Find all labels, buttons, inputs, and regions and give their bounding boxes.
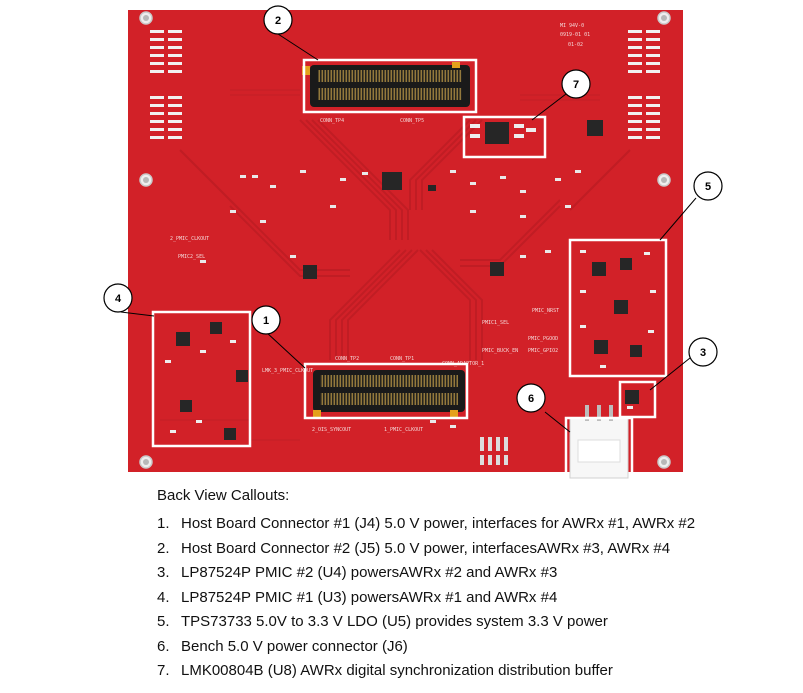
callout-legend: Back View Callouts: 1. Host Board Connect… <box>157 487 797 684</box>
callout-box-7 <box>462 115 547 159</box>
bench-power-connector <box>569 405 629 479</box>
callout-bubble-5: 5 <box>693 171 723 201</box>
svg-text:6: 6 <box>528 393 534 405</box>
callout-box-4 <box>151 310 252 448</box>
silk-conn-tp2: CONN_TP2 <box>335 356 359 362</box>
legend-item-7: 7. LMK00804B (U8) AWRx digital synchroniz… <box>157 659 797 684</box>
silk-pmic2-clkout: 2_PMIC_CLKOUT <box>170 236 209 242</box>
callout-box-3 <box>618 380 657 419</box>
legend-item-number: 6. <box>157 637 170 655</box>
legend-item-text: Host Board Connector #1 (J4) 5.0 V power… <box>181 515 696 532</box>
silk-lmk-clkout: LMK_3_PMIC_CLKOUT <box>262 368 313 374</box>
svg-text:1: 1 <box>263 315 269 327</box>
ldo-region <box>580 250 656 368</box>
legend-item-number: 1. <box>157 515 170 532</box>
silk-conn-tp1: CONN_TP1 <box>390 356 414 362</box>
callout-bubble-2: 2 <box>263 5 293 35</box>
silk-conn-tp5: CONN_TP5 <box>400 118 424 124</box>
silk-pmic-buck-en: PMIC_BUCK_EN <box>482 348 518 354</box>
pin-headers <box>480 437 508 465</box>
callout-bubble-7: 7 <box>561 69 591 99</box>
resistor-bank-right <box>628 30 660 139</box>
legend-item-5: 5. TPS73733 5.0V to 3.3 V LDO (U5) provid… <box>157 610 797 635</box>
silk-sync-out: 2_OIS_SYNCOUT <box>312 427 351 433</box>
silk-pmic1-clkout: 1_PMIC_CLKOUT <box>384 427 423 433</box>
date-code-text: 0919-01 01 <box>560 32 590 38</box>
legend-item-number: 3. <box>157 564 170 581</box>
svg-text:5: 5 <box>705 181 711 193</box>
silk-pmic2-sel: PMIC2_SEL <box>178 254 205 260</box>
callout-leaders <box>120 33 697 433</box>
callout-bubble-6: 6 <box>516 383 546 413</box>
callout-box-2 <box>302 58 478 114</box>
svg-text:4: 4 <box>115 293 122 305</box>
connector-j5 <box>302 62 470 107</box>
pmic1-region <box>165 322 248 440</box>
ic-packages <box>303 120 603 279</box>
legend-item-text: Host Board Connector #2 (J5) 5.0 V power… <box>181 539 671 557</box>
legend-item-number: 7. <box>157 662 170 679</box>
callout-box-5 <box>568 238 668 378</box>
legend-item-4: 4. LP87524P PMIC #1 (U3) powersAWRx #1 an… <box>157 586 797 611</box>
pmic2-ic <box>625 390 639 409</box>
legend-item-text: TPS73733 5.0V to 3.3 V LDO (U5) provides… <box>181 613 608 630</box>
legend-item-text: Bench 5.0 V power connector (J6) <box>181 637 408 655</box>
silk-pmic-pgood: PMIC_PGOOD <box>528 336 558 342</box>
pcb-photo: MI 94V-0 0919-01 01 01-02 CONN_TP4 CONN_… <box>103 5 723 482</box>
svg-text:3: 3 <box>700 347 706 359</box>
legend-item-text: LP87524P PMIC #2 (U4) powersAWRx #2 and … <box>181 564 558 581</box>
legend-item-text: LMK00804B (U8) AWRx digital synchronizat… <box>181 662 613 679</box>
svg-text:2: 2 <box>275 15 281 27</box>
connector-j4 <box>313 370 465 418</box>
legend-item-text: LP87524P PMIC #1 (U3) powersAWRx #1 and … <box>181 588 558 606</box>
callout-bubble-1: 1 <box>251 305 281 335</box>
logo-text: MI 94V-0 <box>560 23 584 29</box>
legend-item-1: 1. Host Board Connector #1 (J4) 5.0 V pow… <box>157 512 797 537</box>
lmk-buffer-ic <box>470 122 536 144</box>
silk-pmic-gpio2: PMIC_GPIO2 <box>528 348 558 354</box>
callout-box-6 <box>564 416 634 482</box>
callout-box-1 <box>303 362 469 420</box>
legend-item-2: 2. Host Board Connector #2 (J5) 5.0 V pow… <box>157 537 797 562</box>
legend-list: 1. Host Board Connector #1 (J4) 5.0 V pow… <box>157 512 797 684</box>
legend-item-6: 6. Bench 5.0 V power connector (J6) <box>157 635 797 660</box>
legend-item-3: 3. LP87524P PMIC #2 (U4) powersAWRx #2 an… <box>157 561 797 586</box>
revision-text: 01-02 <box>568 42 583 48</box>
silk-pmic1-sel: PMIC1_SEL <box>482 320 509 326</box>
callout-bubble-4: 4 <box>103 283 133 313</box>
silk-conn-tp4: CONN_TP4 <box>320 118 344 124</box>
legend-item-number: 2. <box>157 539 170 557</box>
legend-item-number: 4. <box>157 588 170 606</box>
silk-pmic-nrst: PMIC_NRST <box>532 308 559 314</box>
legend-item-number: 5. <box>157 613 170 630</box>
passive-components <box>200 170 581 428</box>
svg-text:7: 7 <box>573 79 579 91</box>
resistor-bank-left <box>150 30 182 139</box>
pcb-board-graphic: MI 94V-0 0919-01 01 01-02 CONN_TP4 CONN_… <box>103 5 723 482</box>
callout-bubble-3: 3 <box>688 337 718 367</box>
trace-bundles <box>179 119 631 360</box>
legend-title: Back View Callouts: <box>157 487 290 504</box>
